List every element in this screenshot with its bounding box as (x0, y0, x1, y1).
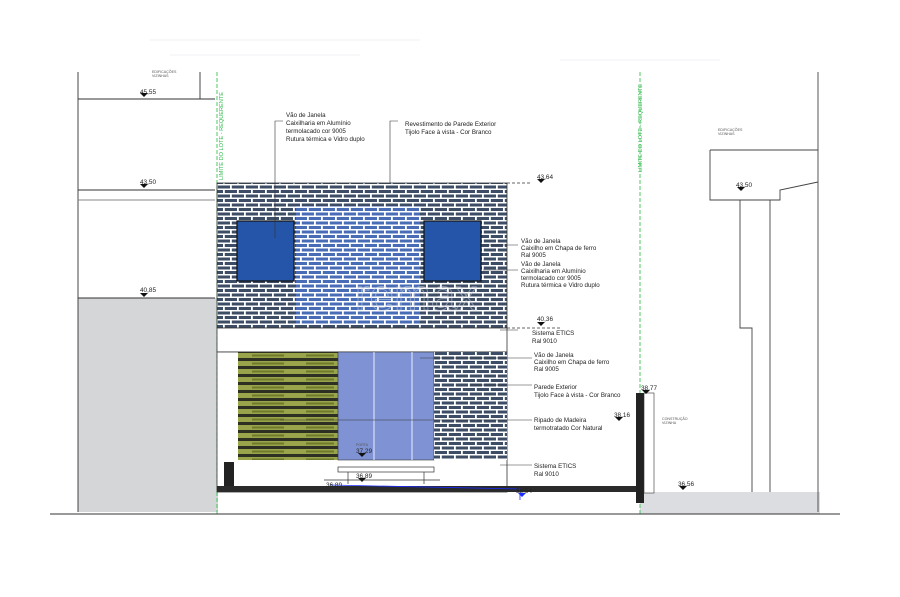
left-boundary-label: LIMITE DO LOTE - REQUERENTE (219, 92, 225, 180)
right-low-wall-face (643, 392, 655, 494)
annotation-line: Ral 9010 (532, 338, 557, 345)
level-38-16: 38,16 (614, 412, 630, 419)
ground-level-blue-line (329, 484, 521, 500)
note-line: EDIFICAÇÕES (152, 69, 177, 74)
level-36-89-a: 36,89 (356, 473, 372, 480)
annotation-line: Caixilho em Chapa de ferro (521, 245, 597, 252)
upper-left-window (236, 220, 295, 282)
note-door: PORTA (356, 443, 369, 447)
level-43-64: 43,64 (537, 174, 553, 181)
annotation-line: Vão de Janela (521, 238, 561, 245)
annotation-line: termotratado Cor Natural (534, 425, 602, 432)
annotation-line: Vão de Janela (534, 352, 574, 359)
level-36-89-b: 36,89 (326, 482, 342, 489)
level-marker: 38,77 (641, 385, 657, 394)
annotation-line: Rutura térmica e Vidro duplo (286, 136, 365, 143)
note-line: PORTA (356, 443, 369, 447)
level-marker: 37,29 (356, 448, 372, 457)
lower-left-pier (224, 462, 234, 492)
level-38-77: 38,77 (641, 385, 657, 392)
watermark: remax (355, 271, 477, 320)
upper-right-window (423, 220, 482, 282)
annotation-line: termolacado cor 9005 (521, 275, 581, 282)
level-marker: 36,56 (678, 481, 694, 490)
right-ground (640, 492, 820, 514)
right-neighbour-lines (709, 72, 819, 512)
level-marker: 36,89 (356, 473, 372, 482)
annotation-line: Ripado de Madeira (534, 417, 587, 424)
level-marker: 43,50 (736, 182, 752, 191)
note-line: VIZINHAS (718, 132, 735, 136)
level-marker: 38,16 (614, 412, 630, 421)
annotation-line: Sistema ETICS (534, 463, 576, 470)
annotation-lower-window: Vão de Janela Caixilho em Chapa de ferro… (534, 352, 610, 373)
note-line: EDIFICAÇÕES (718, 127, 743, 132)
right-boundary-label: LIMITE DO LOTE - REQUERENTE (638, 84, 644, 172)
annotation-exterior-wall: Revestimento de Parede Exterior Tijolo F… (405, 121, 496, 136)
annotation-etics-lower: Sistema ETICS Ral 9010 (534, 463, 576, 478)
annotation-line: Revestimento de Parede Exterior (405, 121, 496, 128)
right-low-wall (636, 393, 644, 503)
annotation-upper-right-window-a: Vão de Janela Caixilho em Chapa de ferro… (521, 238, 597, 259)
annotation-line: termolacado cor 9005 (286, 128, 346, 135)
annotation-lower-wall: Parede Exterior Tijolo Face à vista - Co… (534, 384, 621, 399)
ground-floor-brick (434, 352, 507, 460)
level-marker: 36,89 (326, 482, 342, 489)
level-43-50-right: 43,50 (736, 182, 752, 189)
annotation-line: Ral 9010 (534, 471, 559, 478)
level-marker: 45,55 (140, 89, 156, 97)
annotation-line: Sistema ETICS (532, 330, 574, 337)
left-neighbour-lines (77, 72, 215, 512)
annotation-upper-left-window: Vão de Janela Caixilharia em Alumínio te… (286, 112, 365, 143)
annotation-upper-right-window-b: Vão de Janela Caixilharia em Alumínio te… (521, 261, 600, 289)
level-37-29: 37,29 (356, 448, 372, 455)
annotation-etics-upper: Sistema ETICS Ral 9010 (532, 330, 574, 345)
etics-upper-band (216, 327, 508, 353)
level-marker: 40,85 (140, 287, 156, 297)
background-traces (150, 39, 720, 61)
note-line: CONSTRUÇÃO (662, 416, 688, 421)
annotation-line: Caixilharia em Alumínio (521, 268, 586, 275)
annotation-line: Parede Exterior (534, 384, 577, 391)
note-line: VIZINHAS (152, 74, 169, 78)
annotation-line: Ral 9005 (534, 366, 559, 373)
annotation-line: Caixilho em Chapa de ferro (534, 359, 610, 366)
level-40-85: 40,85 (140, 287, 156, 294)
annotation-line: Ral 9005 (521, 252, 546, 259)
level-45-55: 45,55 (140, 89, 156, 96)
annotation-line: Tijolo Face à vista - Cor Branco (405, 129, 492, 136)
level-43-50-left: 43,50 (140, 179, 156, 186)
annotation-line: Caixilharia em Alumínio (286, 120, 351, 127)
level-marker: 40,36 (537, 316, 553, 326)
level-marker: 43,50 (140, 179, 156, 188)
annotation-line: Rutura térmica e Vidro duplo (521, 282, 600, 289)
level-36-56: 36,56 (678, 481, 694, 488)
level-marker: 36,54 (516, 488, 532, 497)
bench (324, 466, 440, 484)
wood-slat-panel (238, 352, 338, 460)
annotation-line: Vão de Janela (521, 261, 561, 268)
ground-slab (217, 486, 640, 492)
level-marker: 43,64 (537, 174, 553, 183)
annotation-line: Tijolo Face à vista - Cor Branco (534, 392, 621, 399)
left-neighbour-ground (78, 298, 218, 512)
leader-lines (274, 120, 532, 466)
perforated-brick-band-1 (296, 206, 420, 324)
note-line: VIZINHA (662, 421, 677, 425)
level-36-54: 36,54 (516, 488, 532, 495)
ground-floor-glazing (337, 351, 435, 461)
annotation-wood-slats: Ripado de Madeira termotratado Cor Natur… (534, 417, 602, 432)
level-40-36: 40,36 (537, 316, 553, 323)
annotation-line: Vão de Janela (286, 112, 326, 119)
level-markers: 45,55 43,50 40,85 43,64 40,36 38,77 38,1… (140, 89, 752, 497)
